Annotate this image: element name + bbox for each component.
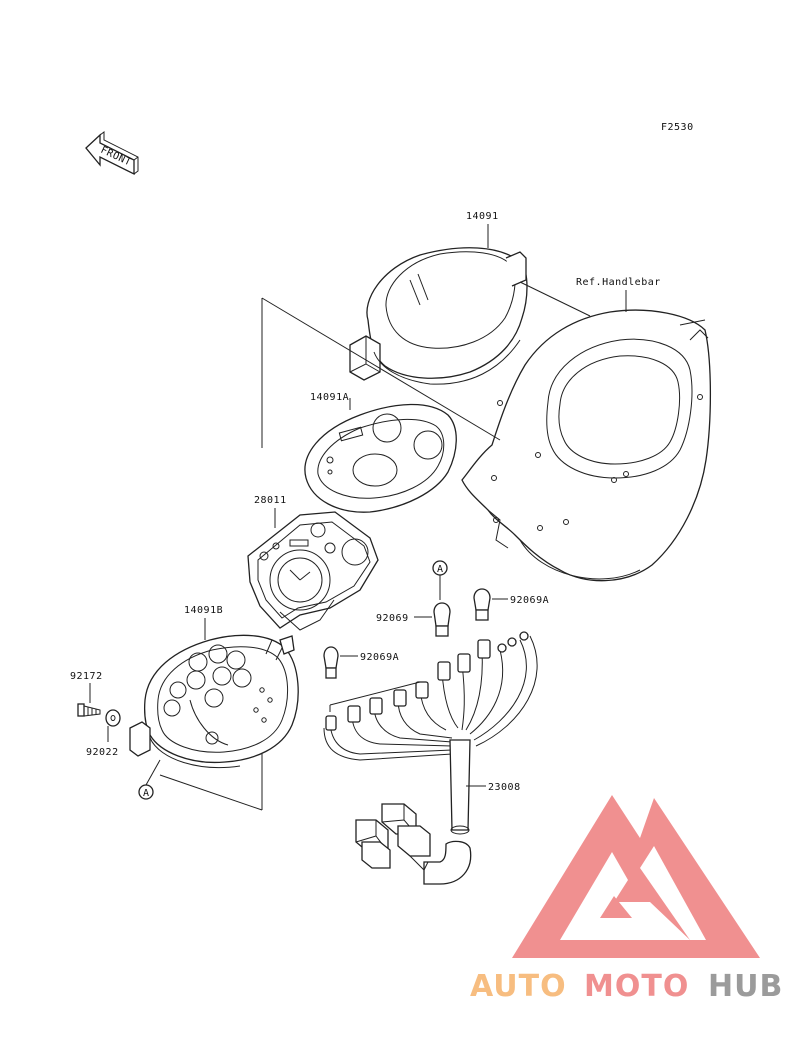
watermark-hub: HUB <box>708 969 783 1004</box>
figure-code: F2530 <box>661 122 694 133</box>
label-14091: 14091 <box>466 211 499 222</box>
label-28011: 28011 <box>254 495 287 506</box>
ref-handlebar-label: Ref.Handlebar <box>576 277 661 288</box>
bulb-92069A-left <box>323 646 339 679</box>
label-23008: 23008 <box>488 782 521 793</box>
meter-assembly <box>247 511 379 631</box>
bulb-92069A-top <box>473 588 491 621</box>
meter-case <box>129 634 299 769</box>
label-14091A: 14091A <box>310 392 349 403</box>
wire-harness <box>323 631 538 885</box>
watermark-auto: AUTO <box>470 969 567 1004</box>
meter-cover <box>349 247 528 385</box>
washer <box>105 709 121 727</box>
label-92172: 92172 <box>70 671 103 682</box>
watermark-logo: AUTO MOTO HUB <box>470 795 783 1004</box>
front-arrow-icon: FRONT <box>85 131 139 176</box>
label-92069A-left: 92069A <box>360 652 399 663</box>
label-92069A-top: 92069A <box>510 595 549 606</box>
watermark-moto: MOTO <box>584 969 689 1004</box>
screw <box>77 703 101 717</box>
handlebar-cover <box>461 309 712 582</box>
bulb-92069 <box>433 602 451 637</box>
callout-a-bottom-label: A <box>143 788 150 799</box>
label-14091B: 14091B <box>184 605 223 616</box>
label-92069: 92069 <box>376 613 409 624</box>
meter-panel <box>304 403 457 513</box>
label-92022: 92022 <box>86 747 119 758</box>
callout-a-top-label: A <box>437 564 444 575</box>
